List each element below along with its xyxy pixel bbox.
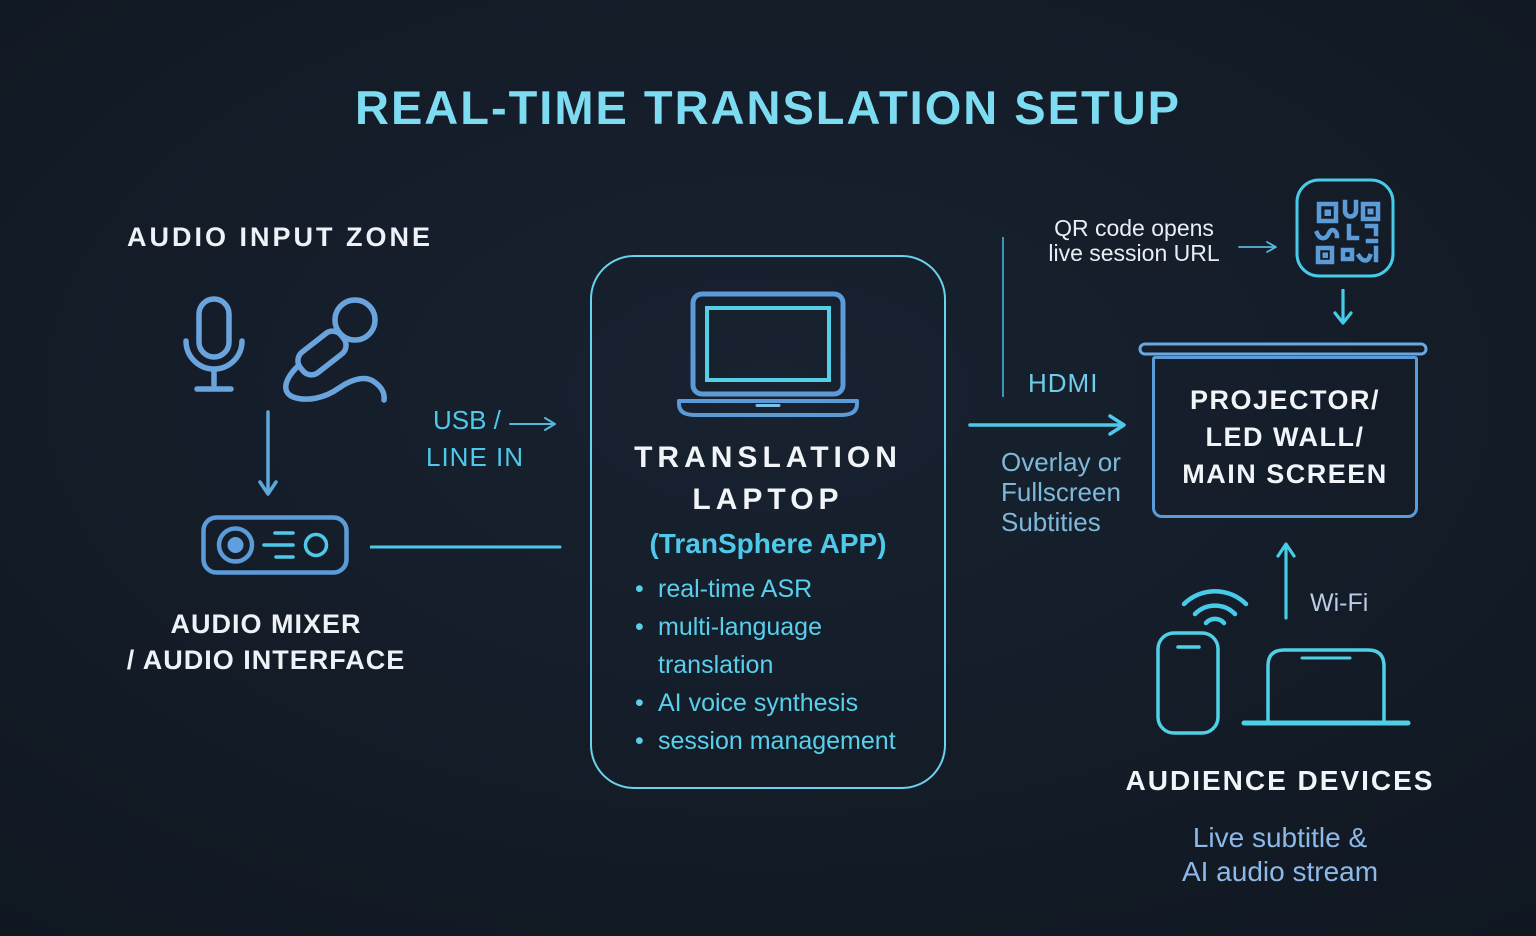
projector-screen-line2: LED WALL/ bbox=[1205, 421, 1365, 452]
wifi-up-arrow bbox=[1276, 542, 1296, 620]
page-title: REAL-TIME TRANSLATION SETUP bbox=[355, 81, 1181, 134]
mixer-to-laptop-line bbox=[370, 545, 562, 549]
qr-code-label-line2: live session URL bbox=[1048, 240, 1220, 266]
hdmi-label: HDMI bbox=[1028, 368, 1099, 398]
audience-stream-line1: Live subtitle & bbox=[1192, 822, 1368, 853]
audio-input-zone-heading: AUDIO INPUT ZONE bbox=[127, 222, 434, 252]
subtitle-mode-line3: Subtities bbox=[1001, 507, 1101, 537]
laptop-title-line1: TRANSLATION bbox=[634, 441, 902, 474]
feature-item: session management bbox=[633, 722, 925, 760]
phone-icon bbox=[1156, 631, 1220, 735]
wifi-icon bbox=[1181, 589, 1249, 626]
laptop-icon bbox=[677, 291, 859, 417]
studio-microphone-icon bbox=[183, 296, 245, 392]
qr-to-screen-arrow bbox=[1333, 289, 1353, 325]
subtitle-mode-label: Overlay or Fullscreen Subtities bbox=[1001, 447, 1121, 537]
audience-stream-label: Live subtitle & AI audio stream bbox=[1100, 821, 1460, 889]
usb-label: USB / bbox=[433, 405, 501, 435]
projector-screen: PROJECTOR/ LED WALL/ MAIN SCREEN bbox=[1152, 356, 1418, 518]
audio-mixer-icon bbox=[201, 515, 349, 575]
audio-mixer-label-line1: AUDIO MIXER bbox=[170, 609, 362, 639]
translation-laptop-box bbox=[590, 255, 946, 789]
projector-screen-line3: MAIN SCREEN bbox=[1182, 458, 1388, 489]
laptop-to-qr-connector bbox=[1002, 237, 1004, 397]
feature-item: multi-language translation bbox=[633, 608, 925, 684]
audience-laptop-icon bbox=[1241, 648, 1411, 726]
qr-pointer-arrow bbox=[1238, 241, 1277, 253]
line-in-label: LINE IN bbox=[426, 442, 525, 472]
usb-arrow bbox=[509, 417, 556, 431]
handheld-microphone-icon bbox=[283, 297, 387, 403]
qr-code-label-line1: QR code opens bbox=[1054, 215, 1214, 241]
subtitle-mode-line2: Fullscreen bbox=[1001, 477, 1121, 507]
hdmi-arrow bbox=[968, 414, 1126, 436]
laptop-title-line2: LAPTOP bbox=[692, 483, 844, 516]
feature-list: real-time ASR multi-language translation… bbox=[633, 570, 925, 760]
projector-screen-rail bbox=[1138, 342, 1428, 356]
projector-screen-line1: PROJECTOR/ bbox=[1189, 384, 1381, 415]
qr-code-label: QR code opens live session URL bbox=[1018, 216, 1250, 266]
feature-item: AI voice synthesis bbox=[633, 684, 925, 722]
arrow-mics-to-mixer bbox=[258, 410, 278, 496]
audience-stream-line2: AI audio stream bbox=[1181, 856, 1379, 887]
audio-mixer-label: AUDIO MIXER / AUDIO INTERFACE bbox=[108, 606, 424, 678]
app-name: (TranSphere APP) bbox=[649, 528, 887, 559]
wifi-label: Wi-Fi bbox=[1310, 589, 1369, 617]
feature-item: real-time ASR bbox=[633, 570, 925, 608]
audience-devices-heading: AUDIENCE DEVICES bbox=[1125, 765, 1435, 796]
subtitle-mode-line1: Overlay or bbox=[1001, 447, 1121, 477]
audio-mixer-label-line2: / AUDIO INTERFACE bbox=[126, 645, 406, 675]
qr-code-icon bbox=[1295, 178, 1395, 278]
